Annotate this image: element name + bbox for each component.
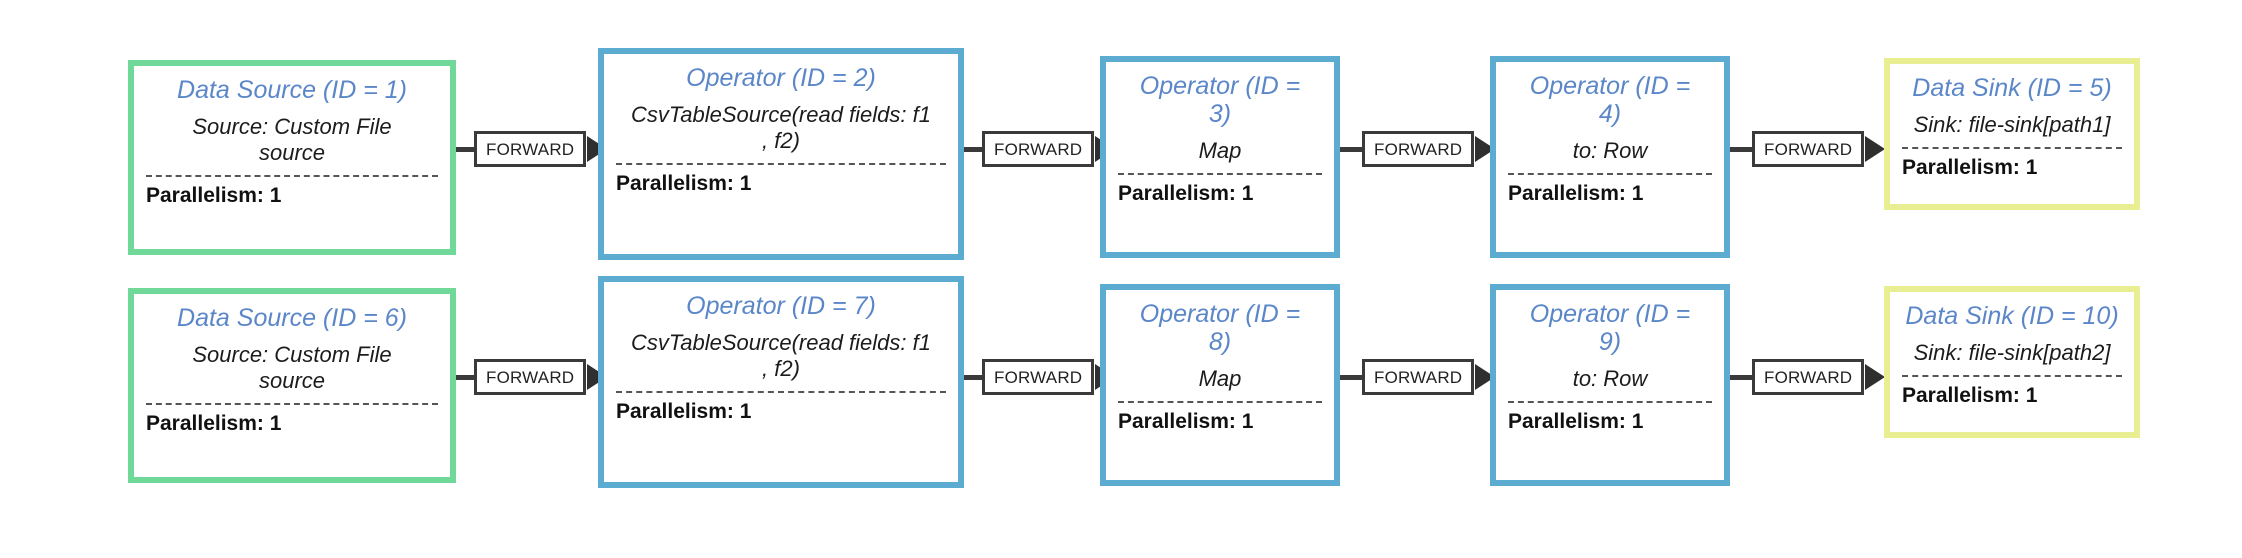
node-spacer	[1902, 407, 2122, 424]
edge-forward-1-2[interactable]: FORWARD	[456, 126, 608, 172]
edge-forward-4-5[interactable]: FORWARD	[1730, 126, 1886, 172]
node-spacer	[616, 423, 946, 474]
node-body: to: Row	[1572, 138, 1648, 163]
edge-forward-7-8[interactable]: FORWARD	[964, 354, 1116, 400]
node-divider	[1508, 172, 1712, 175]
edge-line	[456, 374, 474, 380]
node-body: CsvTableSource(read fields: f1 , f2)	[630, 102, 931, 153]
edge-forward-8-9[interactable]: FORWARD	[1340, 354, 1496, 400]
node-divider	[1902, 146, 2122, 149]
node-spacer	[146, 207, 438, 241]
node-title: Operator (ID = 7)	[686, 292, 876, 320]
node-parallelism: Parallelism: 1	[1508, 409, 1644, 433]
node-divider	[616, 390, 946, 393]
node-divider	[1118, 172, 1322, 175]
edge-label: FORWARD	[982, 359, 1095, 395]
edge-line	[1340, 374, 1362, 380]
node-title: Operator (ID = 4)	[1529, 72, 1691, 128]
node-parallelism: Parallelism: 1	[1902, 383, 2038, 407]
node-operator-4[interactable]: Operator (ID = 4) to: Row Parallelism: 1	[1490, 56, 1730, 258]
node-parallelism: Parallelism: 1	[1118, 409, 1254, 433]
node-divider	[1508, 400, 1712, 403]
arrow-head-icon	[1865, 136, 1886, 162]
node-parallelism: Parallelism: 1	[1902, 155, 2038, 179]
edge-label: FORWARD	[1362, 131, 1475, 167]
node-title: Operator (ID = 3)	[1139, 72, 1301, 128]
node-data-sink-5[interactable]: Data Sink (ID = 5) Sink: file-sink[path1…	[1884, 58, 2140, 210]
node-data-sink-10[interactable]: Data Sink (ID = 10) Sink: file-sink[path…	[1884, 286, 2140, 438]
node-spacer	[1118, 433, 1322, 472]
node-title: Operator (ID = 8)	[1139, 300, 1301, 356]
node-parallelism: Parallelism: 1	[146, 183, 282, 207]
node-operator-7[interactable]: Operator (ID = 7) CsvTableSource(read fi…	[598, 276, 964, 488]
edge-line	[1730, 374, 1752, 380]
node-divider	[616, 162, 946, 165]
node-body: to: Row	[1572, 366, 1648, 391]
edge-forward-9-10[interactable]: FORWARD	[1730, 354, 1886, 400]
edge-label: FORWARD	[474, 131, 587, 167]
node-title: Operator (ID = 2)	[686, 64, 876, 92]
node-title: Data Sink (ID = 5)	[1912, 74, 2112, 102]
node-body: Map	[1198, 366, 1242, 391]
arrow-head-icon	[1865, 364, 1886, 390]
edge-label: FORWARD	[474, 359, 587, 395]
node-divider	[146, 402, 438, 405]
node-divider	[1118, 400, 1322, 403]
node-operator-3[interactable]: Operator (ID = 3) Map Parallelism: 1	[1100, 56, 1340, 258]
edge-line	[456, 146, 474, 152]
edge-line	[1730, 146, 1752, 152]
node-data-source-1[interactable]: Data Source (ID = 1) Source: Custom File…	[128, 60, 456, 255]
edge-forward-3-4[interactable]: FORWARD	[1340, 126, 1496, 172]
node-body: Map	[1198, 138, 1242, 163]
node-spacer	[146, 435, 438, 469]
node-parallelism: Parallelism: 1	[616, 171, 752, 195]
node-body: CsvTableSource(read fields: f1 , f2)	[630, 330, 931, 381]
node-body: Sink: file-sink[path2]	[1913, 340, 2111, 365]
node-spacer	[1902, 179, 2122, 196]
node-operator-9[interactable]: Operator (ID = 9) to: Row Parallelism: 1	[1490, 284, 1730, 486]
node-divider	[146, 174, 438, 177]
node-parallelism: Parallelism: 1	[146, 411, 282, 435]
node-title: Data Source (ID = 1)	[177, 76, 407, 104]
node-divider	[1902, 374, 2122, 377]
edge-forward-2-3[interactable]: FORWARD	[964, 126, 1116, 172]
node-title: Data Sink (ID = 10)	[1905, 302, 2119, 330]
edge-line	[964, 374, 982, 380]
node-spacer	[616, 195, 946, 246]
node-title: Data Source (ID = 6)	[177, 304, 407, 332]
edge-label: FORWARD	[1752, 131, 1865, 167]
node-body: Source: Custom File source	[192, 342, 392, 393]
edge-forward-6-7[interactable]: FORWARD	[456, 354, 608, 400]
edge-line	[964, 146, 982, 152]
edge-label: FORWARD	[1362, 359, 1475, 395]
edge-label: FORWARD	[982, 131, 1095, 167]
edge-line	[1340, 146, 1362, 152]
node-title: Operator (ID = 9)	[1529, 300, 1691, 356]
node-operator-2[interactable]: Operator (ID = 2) CsvTableSource(read fi…	[598, 48, 964, 260]
node-spacer	[1508, 205, 1712, 244]
node-spacer	[1118, 205, 1322, 244]
node-parallelism: Parallelism: 1	[616, 399, 752, 423]
node-body: Source: Custom File source	[192, 114, 392, 165]
node-parallelism: Parallelism: 1	[1508, 181, 1644, 205]
node-spacer	[1508, 433, 1712, 472]
node-body: Sink: file-sink[path1]	[1913, 112, 2111, 137]
node-operator-8[interactable]: Operator (ID = 8) Map Parallelism: 1	[1100, 284, 1340, 486]
node-parallelism: Parallelism: 1	[1118, 181, 1254, 205]
edge-label: FORWARD	[1752, 359, 1865, 395]
node-data-source-6[interactable]: Data Source (ID = 6) Source: Custom File…	[128, 288, 456, 483]
